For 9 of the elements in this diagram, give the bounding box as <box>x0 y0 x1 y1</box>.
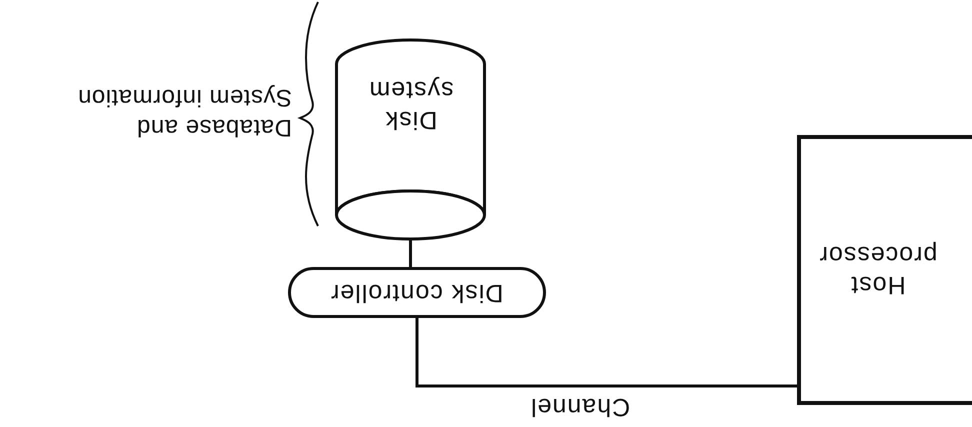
node-label: Host processor <box>818 240 938 300</box>
connector-line <box>409 240 412 267</box>
disk-cylinder <box>335 39 486 240</box>
controller-pill <box>288 267 546 318</box>
side-note: Database and System information <box>77 83 292 142</box>
node-label: Disk controller <box>330 278 504 308</box>
processor-box <box>797 135 972 405</box>
node-label: Disk system <box>366 74 454 134</box>
connector-line <box>416 318 797 388</box>
